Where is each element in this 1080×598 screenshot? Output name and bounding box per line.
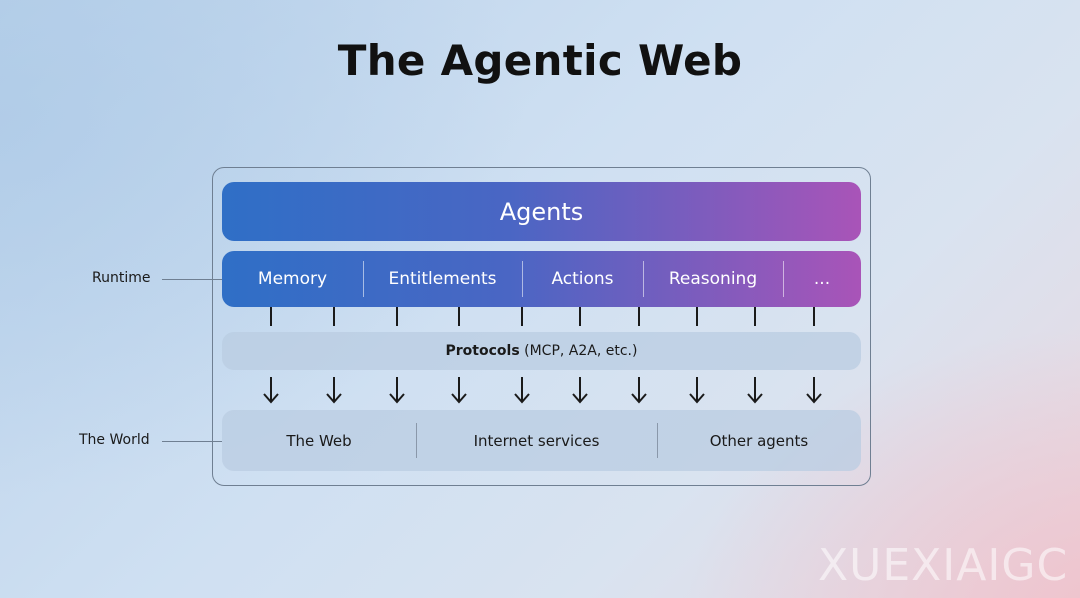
runtime-divider (363, 261, 364, 297)
runtime-item-reasoning: Reasoning (668, 269, 758, 289)
connector-tick (638, 307, 640, 326)
connector-tick (396, 307, 398, 326)
connector-tick (696, 307, 698, 326)
runtime-divider (783, 261, 784, 297)
down-arrow-icon (747, 377, 763, 404)
connector-tick (458, 307, 460, 326)
runtime-divider (522, 261, 523, 297)
runtime-side-label: Runtime (92, 270, 151, 286)
world-item-web: The Web (286, 431, 352, 450)
down-arrow-icon (689, 377, 705, 404)
down-arrow-icon (263, 377, 279, 404)
down-arrow-icon (389, 377, 405, 404)
world-divider (416, 423, 417, 458)
runtime-item-more: ... (813, 269, 831, 289)
runtime-layer: Memory Entitlements Actions Reasoning ..… (222, 251, 861, 307)
runtime-item-memory: Memory (257, 269, 328, 289)
down-arrow-icon (451, 377, 467, 404)
world-item-internet-services: Internet services (473, 431, 600, 450)
protocols-label: Protocols (445, 343, 520, 359)
page-title: The Agentic Web (337, 36, 743, 85)
connector-tick (754, 307, 756, 326)
down-arrow-icon (631, 377, 647, 404)
world-layer: The Web Internet services Other agents (222, 410, 861, 471)
protocols-layer: Protocols (MCP, A2A, etc.) (222, 332, 861, 370)
runtime-item-entitlements: Entitlements (388, 269, 497, 289)
agents-layer: Agents (222, 182, 861, 241)
world-item-other-agents: Other agents (709, 431, 809, 450)
connector-tick (813, 307, 815, 326)
runtime-connector-line (162, 279, 222, 280)
connector-tick (270, 307, 272, 326)
runtime-divider (643, 261, 644, 297)
down-arrow-icon (514, 377, 530, 404)
connector-tick (333, 307, 335, 326)
connector-tick (521, 307, 523, 326)
world-connector-line (162, 441, 222, 442)
runtime-item-actions: Actions (551, 269, 614, 289)
down-arrow-icon (806, 377, 822, 404)
protocols-detail: (MCP, A2A, etc.) (519, 343, 638, 359)
connector-tick (579, 307, 581, 326)
down-arrow-icon (572, 377, 588, 404)
diagram-frame (212, 167, 871, 486)
down-arrow-icon (326, 377, 342, 404)
agents-label: Agents (499, 197, 584, 226)
watermark-text: XUEXIAIGC (818, 540, 1069, 591)
world-side-label: The World (79, 432, 150, 448)
world-divider (657, 423, 658, 458)
